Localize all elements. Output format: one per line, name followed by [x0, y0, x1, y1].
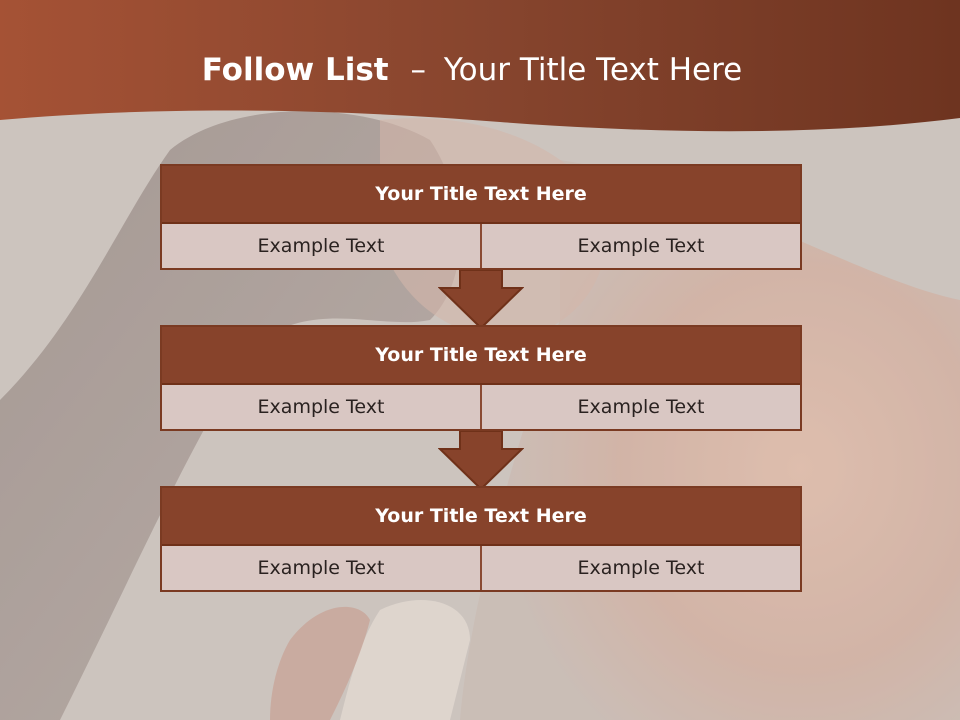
step-left-text: Example Text: [162, 224, 482, 268]
step-right-text: Example Text: [482, 546, 800, 590]
step-box-1: Your Title Text Here Example Text Exampl…: [160, 164, 802, 270]
step-box-3: Your Title Text Here Example Text Exampl…: [160, 486, 802, 592]
step-title: Your Title Text Here: [162, 488, 800, 546]
title-light: Your Title Text Here: [443, 52, 743, 88]
step-box-2: Your Title Text Here Example Text Exampl…: [160, 325, 802, 431]
step-left-text: Example Text: [162, 385, 482, 429]
title-separator: –: [410, 52, 426, 88]
down-arrow-icon: [438, 431, 524, 489]
step-title: Your Title Text Here: [162, 327, 800, 385]
down-arrow-icon: [438, 270, 524, 328]
step-title: Your Title Text Here: [162, 166, 800, 224]
step-left-text: Example Text: [162, 546, 482, 590]
step-right-text: Example Text: [482, 224, 800, 268]
slide-title: Follow List – Your Title Text Here: [0, 52, 944, 88]
step-right-text: Example Text: [482, 385, 800, 429]
title-strong: Follow List: [201, 52, 389, 88]
header-band: [0, 0, 960, 132]
